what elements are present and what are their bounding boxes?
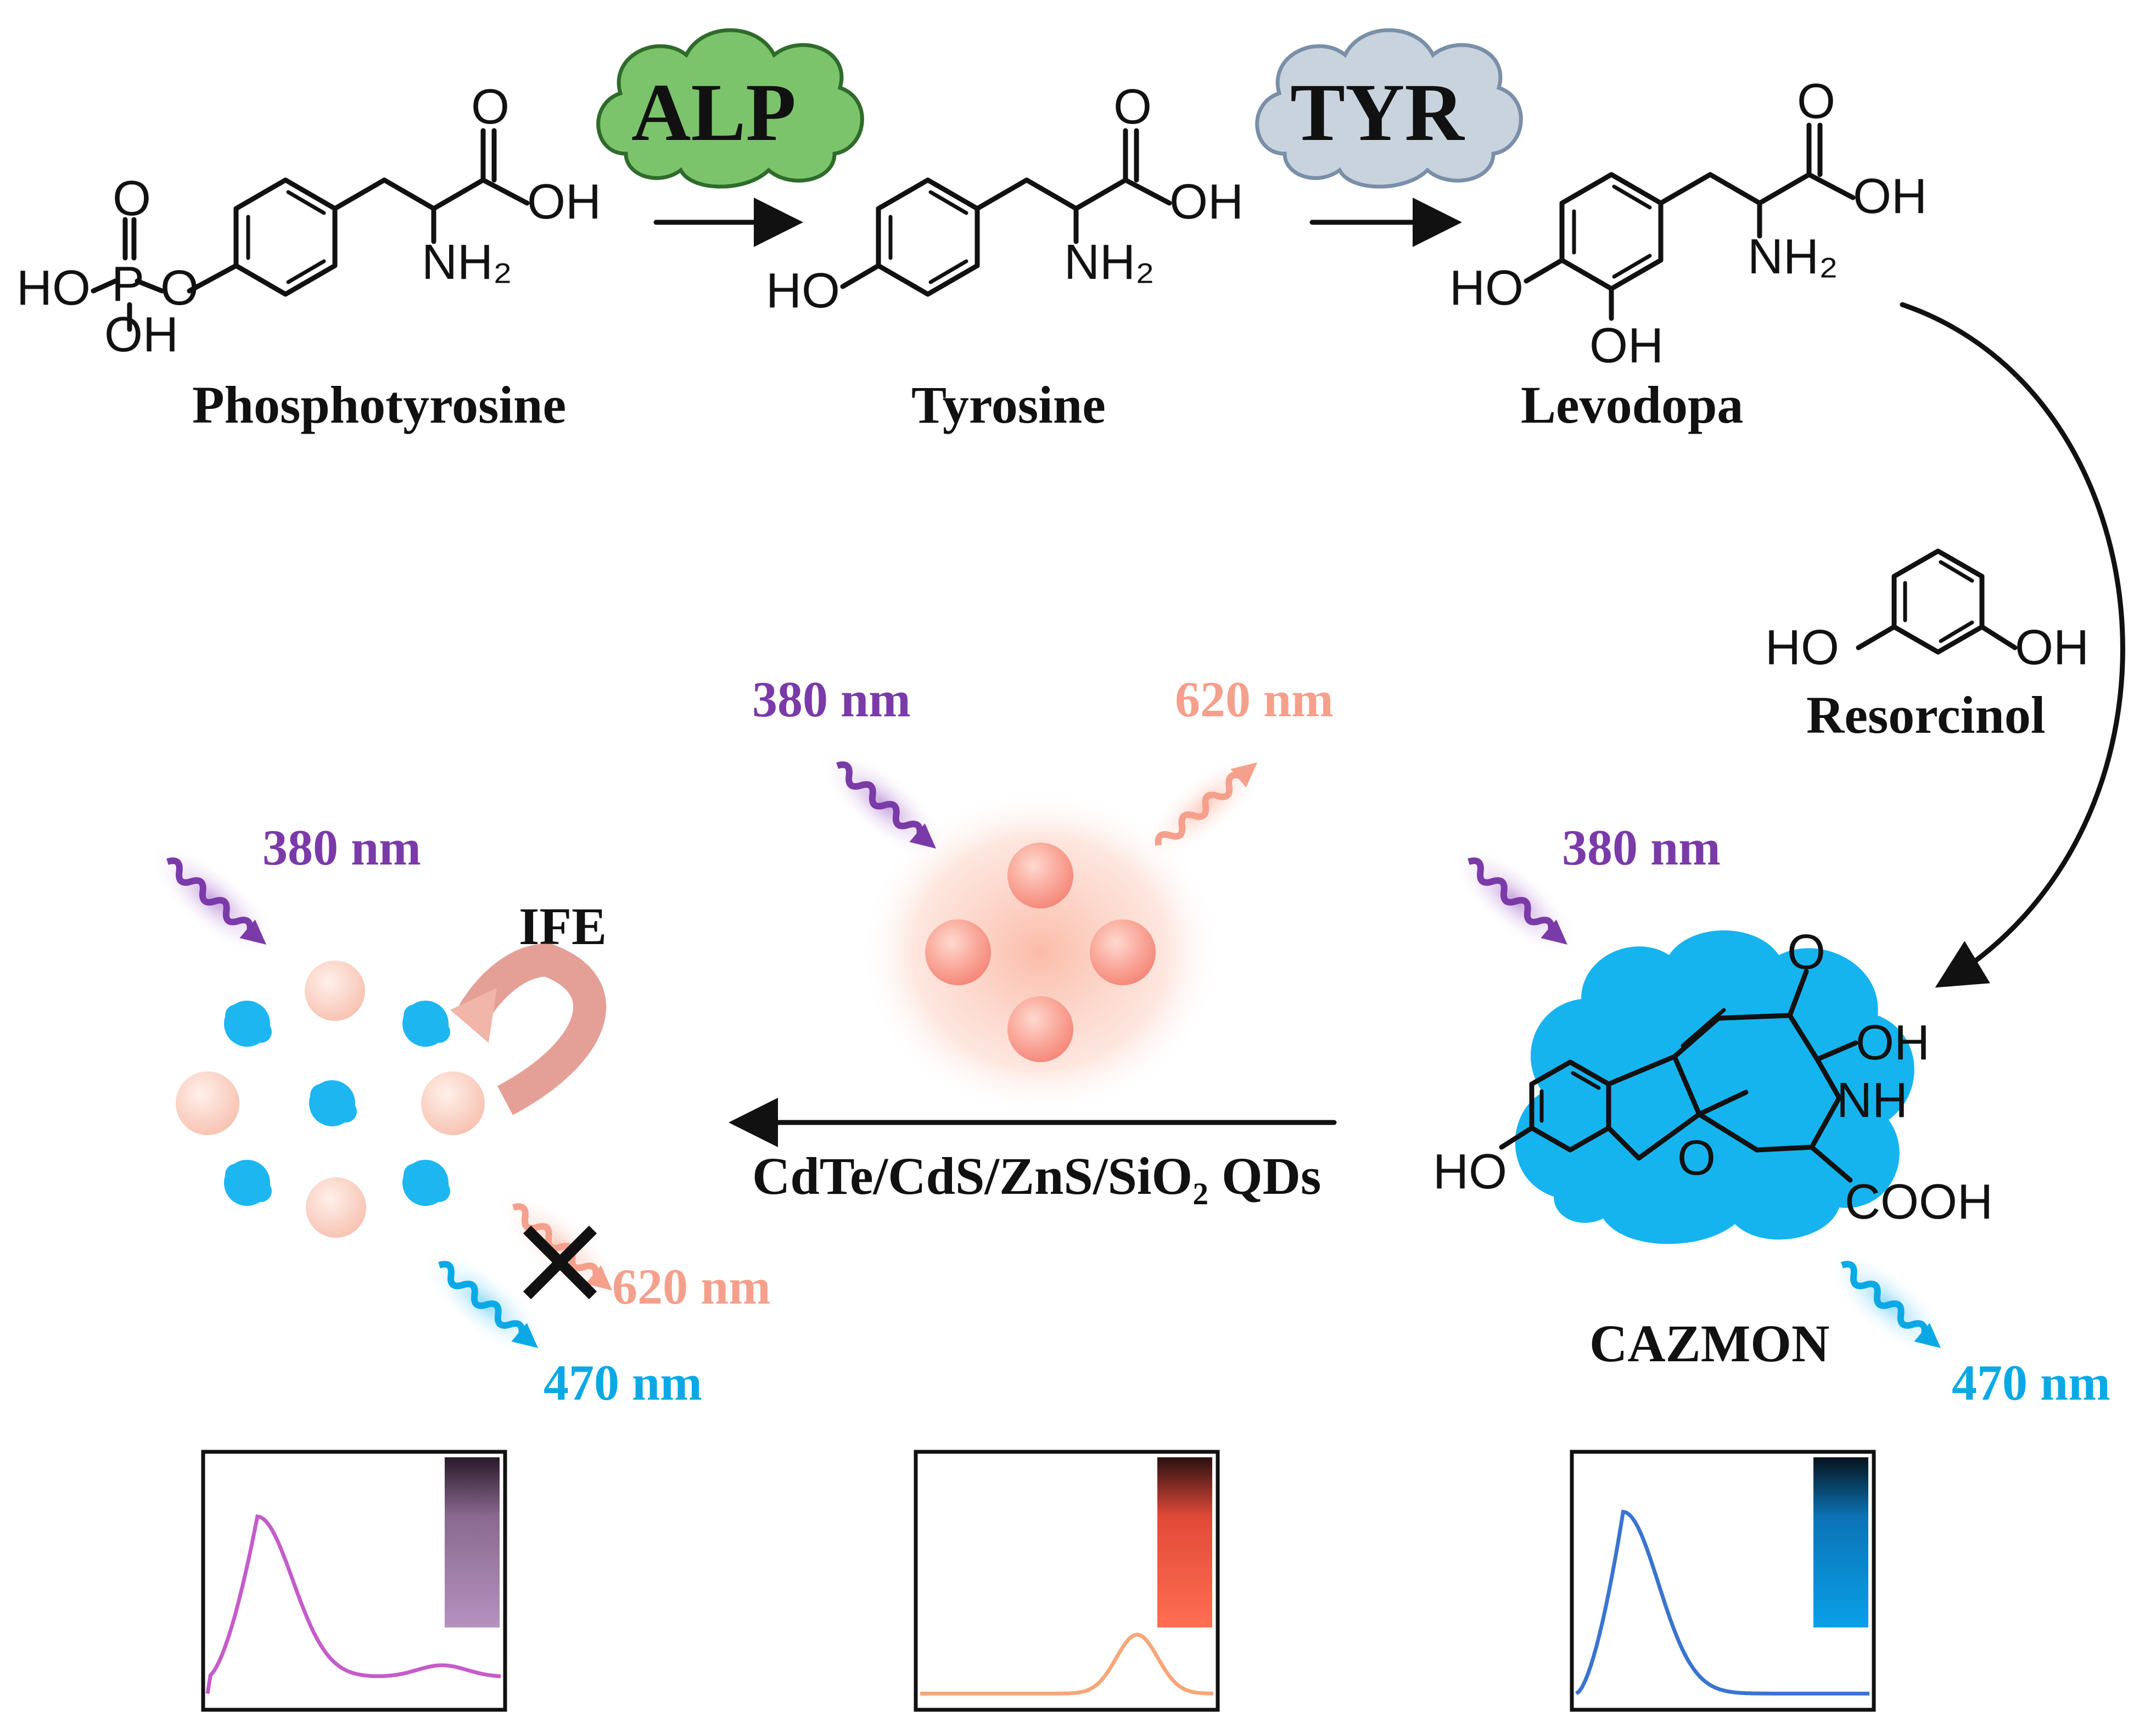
qd-particle: [1007, 843, 1073, 908]
cazmon-oh-label: OH: [1856, 1015, 1930, 1070]
qd-glow: [859, 788, 1222, 1117]
quenched-qd: [306, 1177, 366, 1238]
cazmon-nh-label: NH: [1836, 1073, 1908, 1128]
tyr-oh-label: OH: [1169, 175, 1244, 229]
cazmon-excitation-photon: [1449, 843, 1581, 958]
cazmon-emission-photon: [1822, 1246, 1955, 1362]
levodopa-structure: [1524, 122, 1856, 321]
phosphotyrosine-name: Phosphotyrosine: [192, 375, 566, 434]
dopa-nh2-label: NH₂: [1748, 229, 1838, 284]
spectrum-panel-cazmon: [1570, 1450, 1876, 1712]
cyclization-arrow: [1900, 302, 2125, 988]
resorcinol-structure: [1856, 548, 2018, 655]
tyr-nh2-label: NH₂: [1064, 235, 1155, 290]
phospho-ester-o-label: O: [160, 261, 199, 316]
resorcinol-ho-label: HO: [1765, 620, 1839, 675]
cazmon-name: CAZMON: [1589, 1314, 1829, 1373]
ife-curved-arrow: [457, 944, 606, 1115]
qd-particle: [925, 919, 991, 985]
dopa-ho-label: HO: [1449, 261, 1524, 316]
cuvette-ife: [445, 1457, 500, 1627]
spectrum-curve-cazmon: [1575, 1509, 1869, 1696]
quenched-qd: [176, 1071, 239, 1135]
spectrum-curve-qd: [920, 1632, 1214, 1696]
phospho-ho-label: HO: [16, 261, 91, 316]
resorcinol-name: Resorcinol: [1806, 686, 2046, 744]
qd-emission-label: 620 nm: [1175, 671, 1334, 727]
dopa-oh2-label: OH: [1589, 318, 1664, 373]
phosphotyrosine-structure: [91, 128, 530, 332]
reagent-label: CdTe/CdS/ZnS/SiO₂ QDs: [752, 1147, 1321, 1205]
quenched-qd: [421, 1071, 485, 1135]
cuvette-cazmon: [1813, 1457, 1868, 1627]
cuvette-qd: [1157, 1457, 1212, 1627]
ife-excitation-photon: [148, 843, 280, 958]
quenched-qd: [305, 961, 365, 1021]
phospho-o-label: O: [113, 171, 151, 226]
cazmon-cloud: [1515, 930, 1914, 1244]
qd-particle: [1090, 919, 1156, 985]
cazmon-ho-label: HO: [1433, 1144, 1507, 1199]
qd-excitation-photon: [817, 746, 950, 862]
ife-blocked-emission-label: 620 nm: [612, 1259, 771, 1315]
cazmon-emission-label: 470 nm: [1952, 1355, 2110, 1411]
cazmon-blobs: [224, 1001, 450, 1206]
cazmon-ketone-o-label: O: [1787, 925, 1825, 980]
tyr-ho-label: HO: [766, 263, 840, 318]
levodopa-name: Levodopa: [1521, 375, 1743, 434]
tyr-label: TYR: [1290, 67, 1465, 158]
resorcinol-oh-label: OH: [2015, 620, 2089, 675]
qd-emission-photon: [1139, 749, 1271, 864]
ptyr-carbonyl-o-label: O: [471, 80, 509, 134]
qd-particle: [1007, 996, 1073, 1062]
tyrosine-structure: [840, 128, 1172, 297]
cazmon-ring-o-label: O: [1677, 1131, 1716, 1186]
spectrum-panel-ife: [201, 1450, 507, 1712]
cazmon-cooh-label: COOH: [1845, 1175, 1993, 1230]
ife-excitation-label: 380 nm: [262, 819, 421, 875]
tyr-cloud: [1255, 28, 1523, 189]
alp-cloud: [596, 28, 864, 189]
ife-emission-photon: [419, 1246, 552, 1362]
dopa-carbonyl-o-label: O: [1797, 74, 1835, 129]
ife-blocked-emission-photon: [494, 1188, 626, 1304]
dopa-oh-label: OH: [1853, 169, 1927, 224]
tyrosine-name: Tyrosine: [911, 375, 1106, 434]
alp-label: ALP: [631, 67, 796, 158]
spectrum-panel-qd: [914, 1450, 1220, 1712]
cazmon-excitation-label: 380 nm: [1562, 819, 1721, 875]
spectrum-curve-ife: [205, 1514, 501, 1694]
tyr-carbonyl-o-label: O: [1113, 80, 1152, 134]
cazmon-structure: [1499, 969, 1858, 1183]
blocked-mark: [523, 1225, 597, 1300]
ptyr-nh2-label: NH₂: [422, 235, 512, 290]
qd-excitation-label: 380 nm: [752, 671, 911, 727]
phospho-p-label: P: [111, 257, 144, 312]
phospho-oh-label: OH: [104, 307, 178, 362]
ife-emission-label: 470 nm: [544, 1355, 702, 1411]
ptyr-oh-label: OH: [527, 175, 601, 229]
